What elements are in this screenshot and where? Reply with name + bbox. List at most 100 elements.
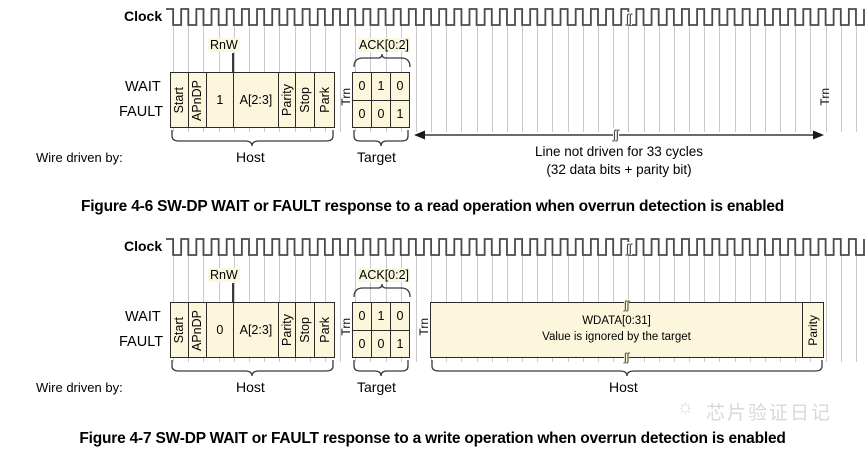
wire-driven-by-label-fig1: Wire driven by:: [36, 150, 123, 165]
gridline: [840, 256, 842, 362]
ack-bit-cell: 0: [353, 73, 372, 100]
packet-cell-parity: Parity: [279, 303, 297, 357]
packet-cell-label: 0: [216, 323, 224, 337]
signal-label-wait-fig1: WAIT: [125, 79, 161, 95]
not-driven-arrow-fig1: [414, 130, 824, 140]
gridline: [704, 26, 706, 132]
packet-cell-stop: Stop: [296, 73, 316, 127]
gridline: [340, 256, 342, 362]
packet-cell-label: APnDP: [190, 309, 205, 351]
gridline: [810, 26, 812, 132]
ack-brace-fig2: [353, 283, 411, 298]
gridline: [855, 26, 857, 132]
gridline: [689, 26, 691, 132]
brace-label-host-fig1: Host: [236, 149, 265, 165]
brace-label-host-2-fig2: Host: [609, 379, 638, 395]
watermark-text: 芯片验证日记: [706, 403, 833, 424]
wdata-subtitle: Value is ignored by the target: [542, 331, 691, 343]
packet-cell-label: 1: [216, 93, 224, 107]
gridline: [446, 26, 448, 132]
wdata-break-marker-bottom-fig2: ʃʃ: [624, 350, 630, 364]
packet-cell-label: Park: [317, 317, 332, 343]
trn-label-1-fig1: Trn: [339, 88, 353, 106]
gridline: [825, 256, 827, 362]
wdata-frame-fig2: WDATA[0:31] Value is ignored by the targ…: [430, 302, 824, 358]
packet-cell-a-2-3-: A[2:3]: [234, 73, 279, 127]
gridline: [340, 26, 342, 132]
gridline: [719, 26, 721, 132]
gridline: [795, 26, 797, 132]
packet-cell-1: 1: [207, 73, 235, 127]
gridline: [431, 26, 433, 132]
gridline: [840, 26, 842, 132]
ack-bit-cell: 0: [353, 303, 372, 330]
rnw-label-fig1: RnW: [208, 38, 240, 52]
packet-cell-label: Start: [172, 316, 187, 344]
host-brace-2-fig2: [431, 360, 823, 377]
gridline: [506, 26, 508, 132]
gridline: [734, 26, 736, 132]
ack-bit-cell: 0: [396, 309, 404, 324]
packet-cell-apndp: APnDP: [189, 303, 207, 357]
clock-waveform-fig2: [166, 238, 865, 256]
ack-label-fig2: ACK[0:2]: [358, 268, 411, 282]
packet-cell-park: Park: [315, 73, 334, 127]
trn-label-2-fig2: Trn: [417, 318, 431, 336]
packet-cell-label: Stop: [298, 87, 313, 113]
gridline: [780, 26, 782, 132]
clock-break-marker-fig1: ʃʃ: [626, 11, 632, 26]
gridline: [415, 26, 417, 132]
wdata-title: WDATA[0:31]: [582, 315, 651, 328]
gridline: [643, 26, 645, 132]
brace-label-target-fig2: Target: [357, 379, 396, 395]
packet-cell-a-2-3-: A[2:3]: [234, 303, 279, 357]
gridline: [613, 26, 615, 132]
ack-label-fig1: ACK[0:2]: [358, 38, 411, 52]
ack-bit-cell: 0: [372, 100, 391, 127]
packet-cell-start: Start: [171, 73, 189, 127]
rnw-label-fig2: RnW: [208, 268, 240, 282]
ack-bit-cell: 1: [396, 106, 404, 121]
wechat-icon: ☼: [676, 396, 695, 418]
arrow-break-marker-fig1: ʃʃ: [613, 127, 619, 142]
ack-bit-cell: 1: [372, 303, 391, 330]
packet-cell-label: Stop: [298, 317, 313, 343]
gridline: [552, 26, 554, 132]
gridline: [582, 26, 584, 132]
gridline: [598, 26, 599, 132]
trn-label-1-fig2: Trn: [339, 318, 353, 336]
packet-cell-apndp: APnDP: [189, 73, 207, 127]
target-brace-fig1: [353, 130, 409, 147]
annotation-line-1-fig1: Line not driven for 33 cycles: [534, 144, 704, 159]
ack-brace-fig1: [353, 53, 411, 68]
packet-cell-label: APnDP: [190, 79, 205, 121]
gridline: [825, 26, 827, 132]
packet-cell-label: Parity: [280, 314, 295, 346]
ack-bit-cell: 0: [353, 330, 372, 357]
rnw-leader-line-fig2: [232, 283, 234, 308]
signal-label-fault-fig1: FAULT: [119, 104, 164, 120]
signal-label-fault-fig2: FAULT: [119, 334, 164, 350]
gridline: [491, 26, 493, 132]
packet-cell-label: Park: [317, 87, 332, 113]
gridline: [537, 26, 539, 132]
packet-cell-park: Park: [315, 303, 334, 357]
clock-label-fig2: Clock: [124, 238, 163, 254]
gridline: [855, 256, 857, 362]
gridline: [461, 26, 463, 132]
figure-4-6-caption: Figure 4-6 SW-DP WAIT or FAULT response …: [80, 198, 785, 215]
ack-bit-cell: 0: [396, 79, 404, 94]
clock-break-marker-fig2: ʃʃ: [626, 241, 632, 256]
brace-label-target-fig1: Target: [357, 149, 396, 165]
gridline: [415, 256, 417, 362]
packet-cell-label: Parity: [280, 84, 295, 116]
clock-label-fig1: Clock: [124, 8, 163, 24]
